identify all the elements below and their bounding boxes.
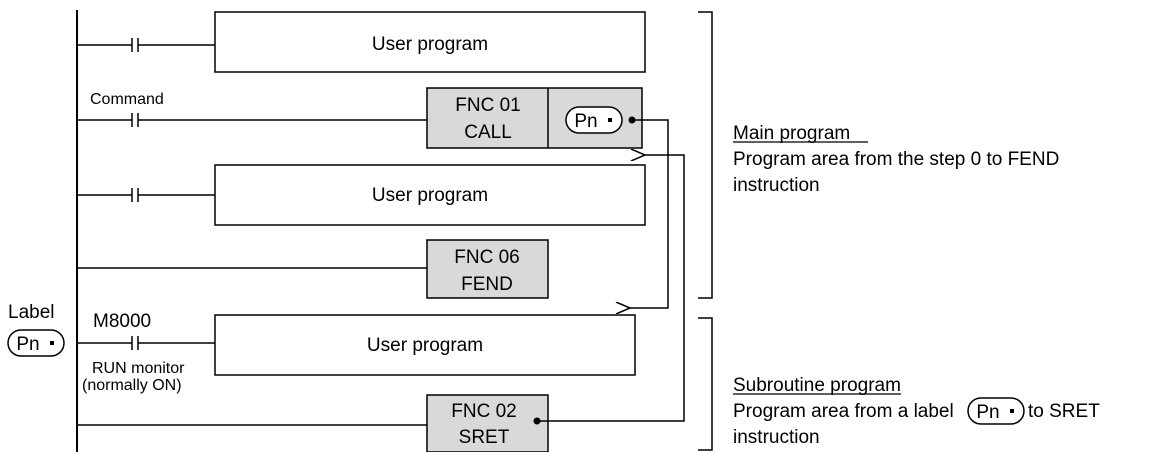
user-program-box-3 <box>214 314 636 376</box>
pointer-label: Pn <box>574 111 597 132</box>
subroutine-desc-2: instruction <box>733 427 820 448</box>
subroutine-program-bracket <box>698 317 713 451</box>
rung-6: FNC 02 SRET <box>77 394 549 452</box>
contact-icon <box>131 336 139 350</box>
call-jump-arrow <box>630 119 669 308</box>
user-program-label-2: User program <box>372 185 488 206</box>
contact-icon <box>131 188 139 202</box>
rung-1: User program <box>77 11 646 73</box>
main-program-title: Main program <box>733 123 850 144</box>
pointer-operand: Pn <box>565 106 623 134</box>
rung-2: Command FNC 01 CALL Pn <box>77 87 643 149</box>
user-program-box-2 <box>214 164 646 226</box>
sret-fnc-number: FNC 02 <box>451 401 516 422</box>
user-program-label-1: User program <box>372 34 488 55</box>
normally-on-label: (normally ON) <box>82 377 182 394</box>
rung-4: FNC 06 FEND <box>77 239 549 299</box>
sret-instruction-box <box>426 394 549 452</box>
rung-5: M8000 User program RUN monitor (normally… <box>77 311 636 394</box>
label-pointer: Pn <box>16 334 39 355</box>
subroutine-desc-prefix: Program area from a label <box>733 401 954 422</box>
subroutine-program-title: Subroutine program <box>733 375 901 396</box>
fend-instruction-box <box>426 239 549 299</box>
call-fnc-number: FNC 01 <box>455 95 520 116</box>
fend-instruction-name: FEND <box>461 274 513 295</box>
subroutine-label: Label Pn <box>7 302 65 357</box>
contact-icon <box>131 38 139 52</box>
rung-3: User program <box>77 164 646 226</box>
sret-return-arrow <box>537 155 685 422</box>
run-monitor-label: RUN monitor <box>92 360 185 377</box>
label-caption: Label <box>8 302 55 323</box>
command-label: Command <box>90 91 164 108</box>
main-program-annotation: Main program Program area from the step … <box>733 123 1059 196</box>
svg-text:Pn: Pn <box>976 402 999 423</box>
main-program-desc-1: Program area from the step 0 to FEND <box>733 149 1059 170</box>
main-program-bracket <box>698 11 713 299</box>
subroutine-desc-suffix: to SRET <box>1028 401 1100 422</box>
user-program-label-3: User program <box>367 335 483 356</box>
call-instruction-name: CALL <box>464 122 512 143</box>
fend-fnc-number: FNC 06 <box>454 247 519 268</box>
inline-pointer-icon: Pn <box>967 397 1025 425</box>
contact-icon <box>131 113 139 127</box>
m8000-label: M8000 <box>93 311 151 332</box>
user-program-box-1 <box>214 11 646 73</box>
main-program-desc-2: instruction <box>733 175 820 196</box>
sret-instruction-name: SRET <box>459 427 510 448</box>
subroutine-program-annotation: Subroutine program Program area from a l… <box>733 375 1100 448</box>
